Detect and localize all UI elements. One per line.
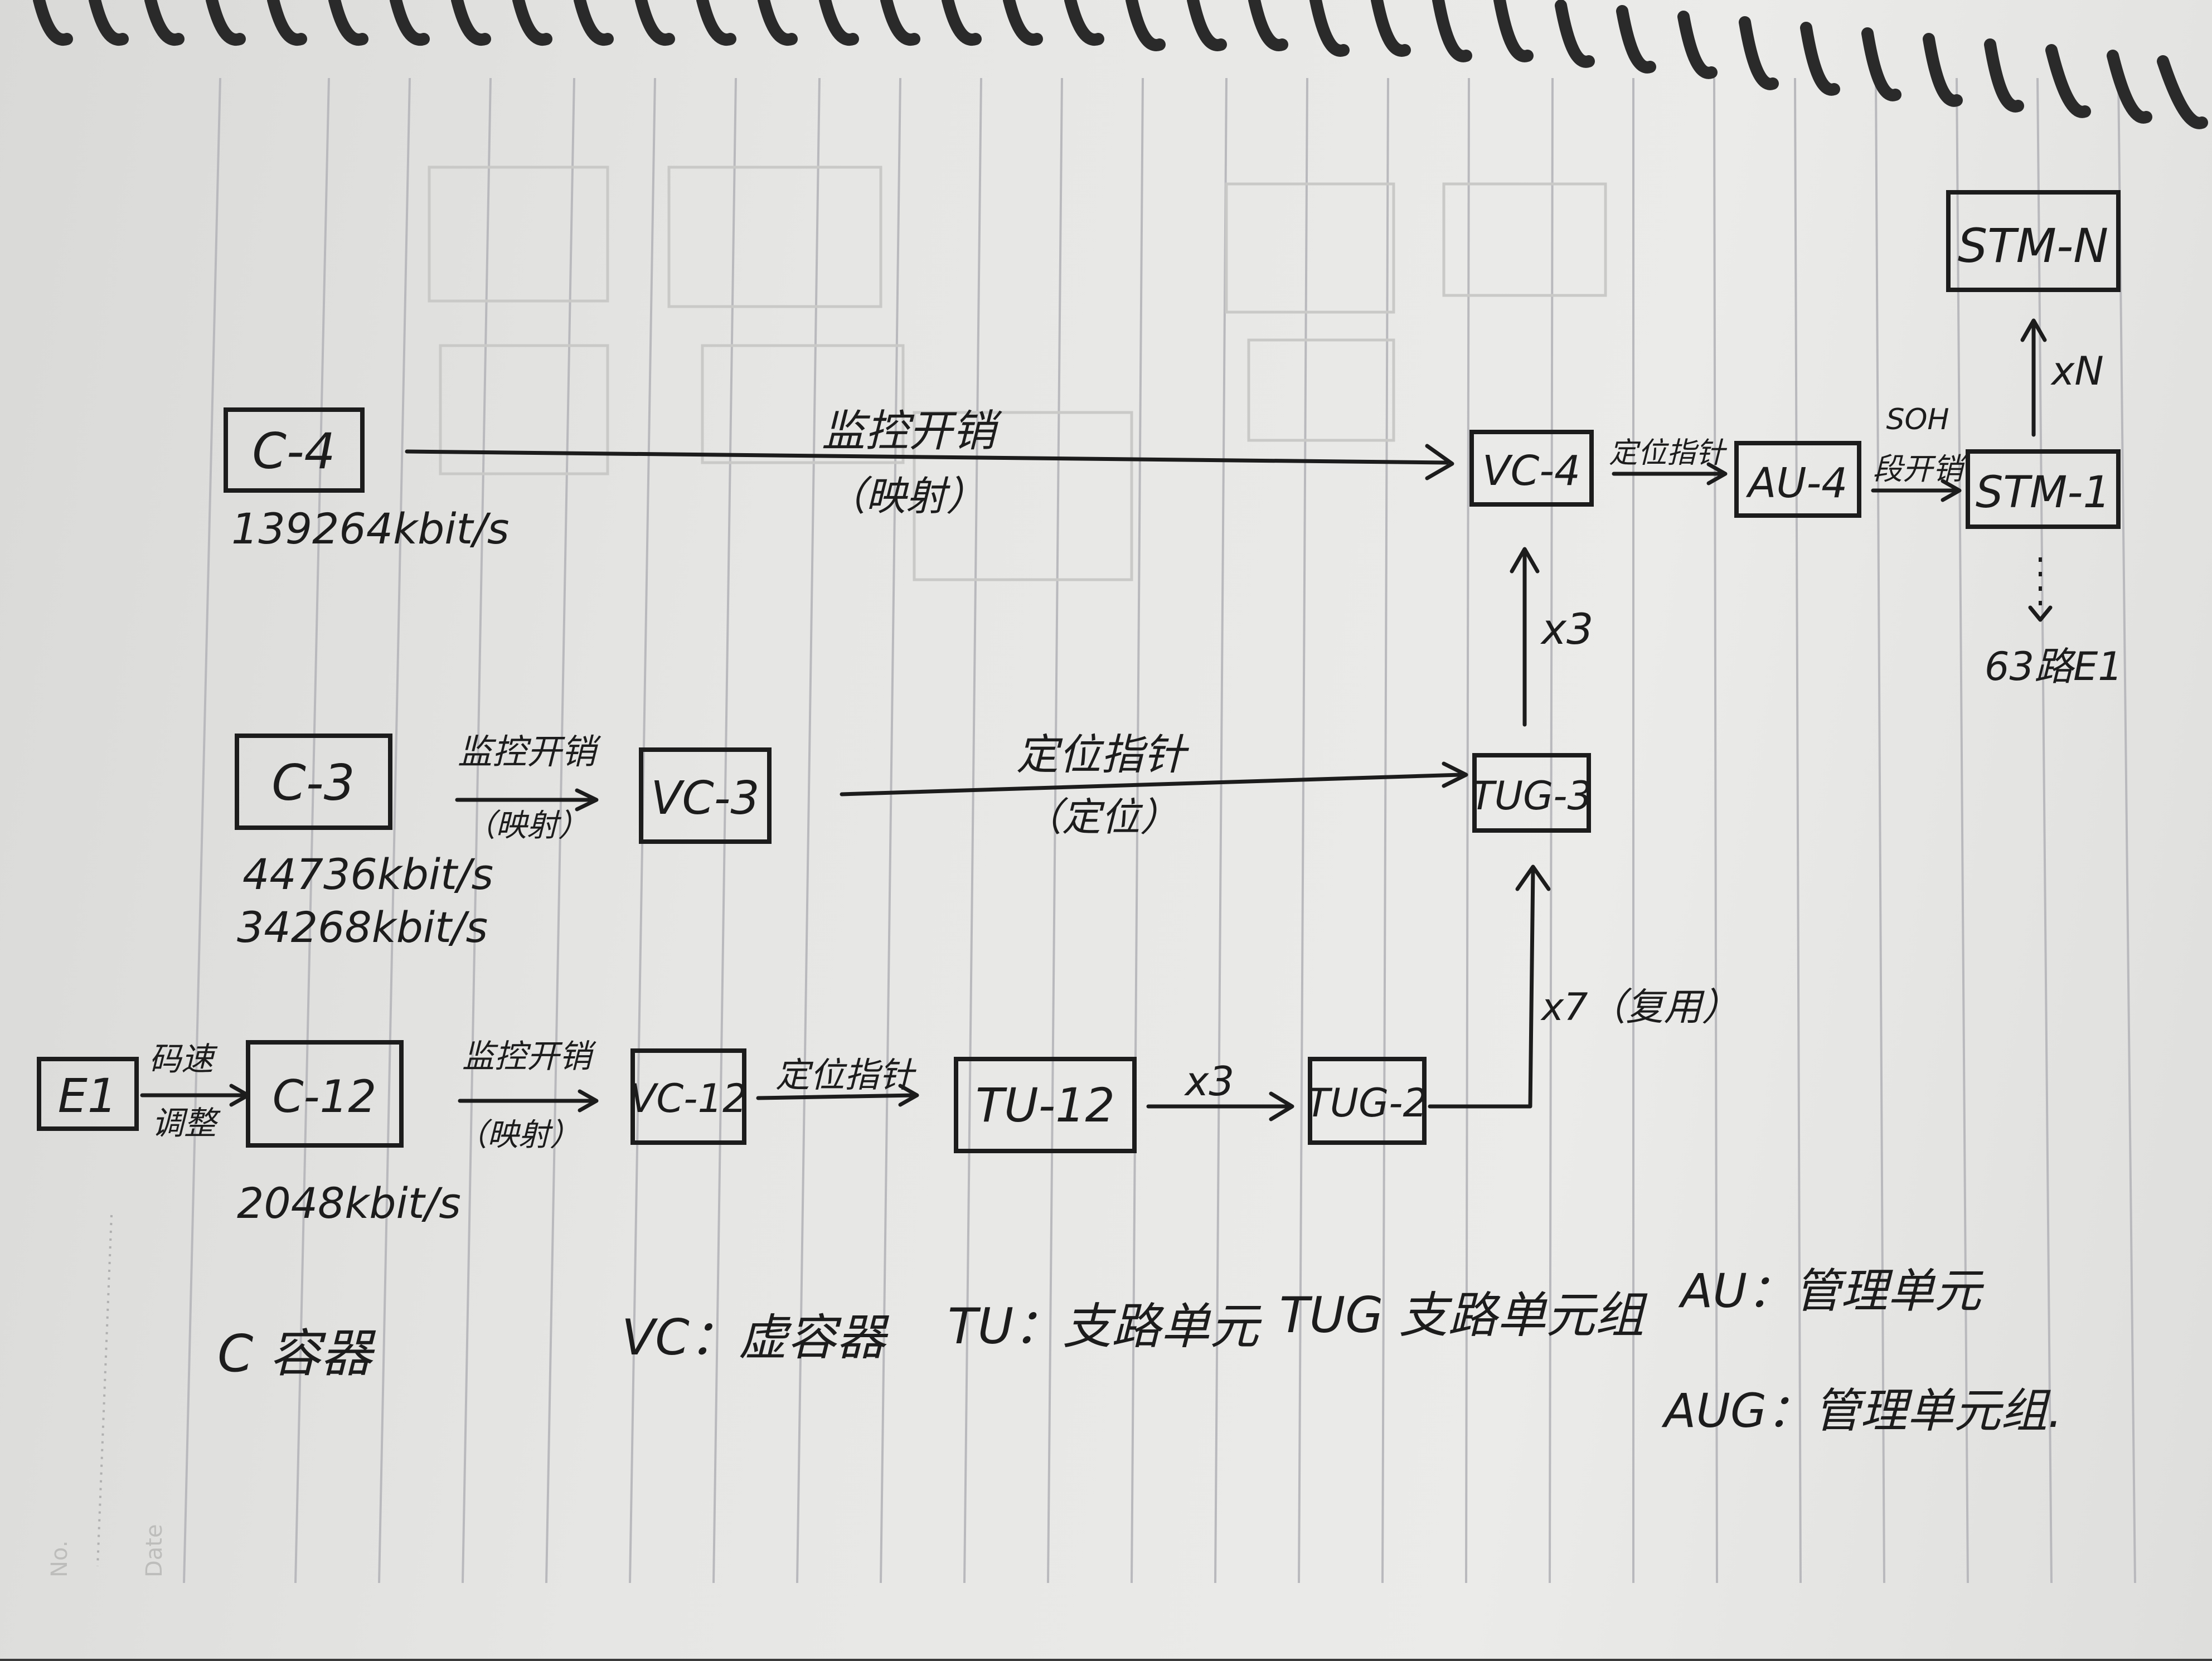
legend-vc: VC：虚容器 <box>622 1309 890 1366</box>
e1-box <box>37 1057 139 1131</box>
vc3-tug3-label-top: 定位指针 <box>1016 730 1190 779</box>
au4-stm1-label-top: SOH <box>1886 403 1949 436</box>
tu12-label: TU-12 <box>976 1078 1115 1133</box>
au4-box <box>1734 441 1861 518</box>
c4-label: C-4 <box>252 422 335 480</box>
vc4-au4-label: 定位指针 <box>1609 436 1728 470</box>
legend-aug: AUG：管理单元组. <box>1661 1383 2063 1438</box>
margin-date: Date <box>142 1524 167 1577</box>
legend-au: AU：管理单元 <box>1678 1264 1985 1318</box>
c3-label: C-3 <box>271 754 355 812</box>
stmn-box <box>1946 190 2121 292</box>
c4-vc4-label-top: 监控开销 <box>822 406 1002 456</box>
ruled-lines <box>183 77 2136 1584</box>
vc4-label: VC-4 <box>1482 447 1580 495</box>
e1-label: E1 <box>58 1069 118 1123</box>
legend-tug: TUG 支路单元组 <box>1279 1286 1648 1344</box>
vc12-label: VC-12 <box>629 1076 747 1121</box>
tu12-tug2-label: x3 <box>1184 1058 1234 1105</box>
c4-box <box>224 407 365 493</box>
vc3-label: VC-3 <box>651 772 759 825</box>
c12-rate: 2048kbit/s <box>237 1178 461 1228</box>
margin-dotted-line <box>96 1215 113 1567</box>
spiral-binding <box>33 0 2208 129</box>
vc12-box <box>630 1048 746 1145</box>
c3-rate-b: 34268kbit/s <box>237 902 488 952</box>
c12-vc12-label-bottom: （映射） <box>456 1117 581 1153</box>
c3-vc3-label-bottom: （映射） <box>464 808 589 844</box>
e1-c12-label-top: 码速 <box>149 1040 218 1078</box>
legend: C 容器 VC：虚容器 TU：支路单元 TUG 支路单元组 AU：管理单元 AU… <box>217 1264 2063 1438</box>
c3-rate-a: 44736kbit/s <box>242 849 493 899</box>
tug2-box <box>1308 1057 1427 1145</box>
vc12-tu12-label: 定位指针 <box>775 1055 916 1095</box>
tu12-box <box>954 1057 1137 1153</box>
legend-tu: TU：支路单元 <box>948 1298 1262 1355</box>
tug3-box <box>1472 753 1591 833</box>
c3-vc3-label-top: 监控开销 <box>458 731 601 772</box>
au4-label: AU-4 <box>1746 459 1848 507</box>
tug3-label: TUG-3 <box>1471 773 1592 819</box>
stmn-label: STM-N <box>1958 218 2108 273</box>
tug2-label: TUG-2 <box>1306 1080 1428 1126</box>
margin-no: No. <box>47 1541 72 1577</box>
e1-c12-label-bottom: 调整 <box>152 1104 221 1142</box>
show-through <box>428 166 1607 581</box>
legend-c: C 容器 <box>217 1324 376 1383</box>
c4-rate: 139264kbit/s <box>231 504 510 553</box>
c3-box <box>235 734 392 830</box>
c4-vc4-label-bottom: （映射） <box>826 473 986 519</box>
c12-label: C-12 <box>273 1071 377 1123</box>
stm1-stmn-label: xN <box>2050 348 2104 394</box>
c12-vc12-label-top: 监控开销 <box>462 1037 596 1075</box>
tug3-vc4-label: x3 <box>1540 604 1593 654</box>
stm1-label: STM-1 <box>1976 468 2111 518</box>
au4-stm1-label-bottom: 段开销 <box>1873 451 1968 487</box>
vc3-box <box>639 747 772 844</box>
vc4-box <box>1469 430 1594 507</box>
tug2-tug3-label: x7（复用） <box>1540 985 1740 1029</box>
stm1-box <box>1966 449 2121 529</box>
arrows <box>140 318 2053 1121</box>
vc3-tug3-label-bottom: （定位） <box>1023 794 1179 840</box>
stm1-note-label: 63路E1 <box>1985 644 2123 689</box>
